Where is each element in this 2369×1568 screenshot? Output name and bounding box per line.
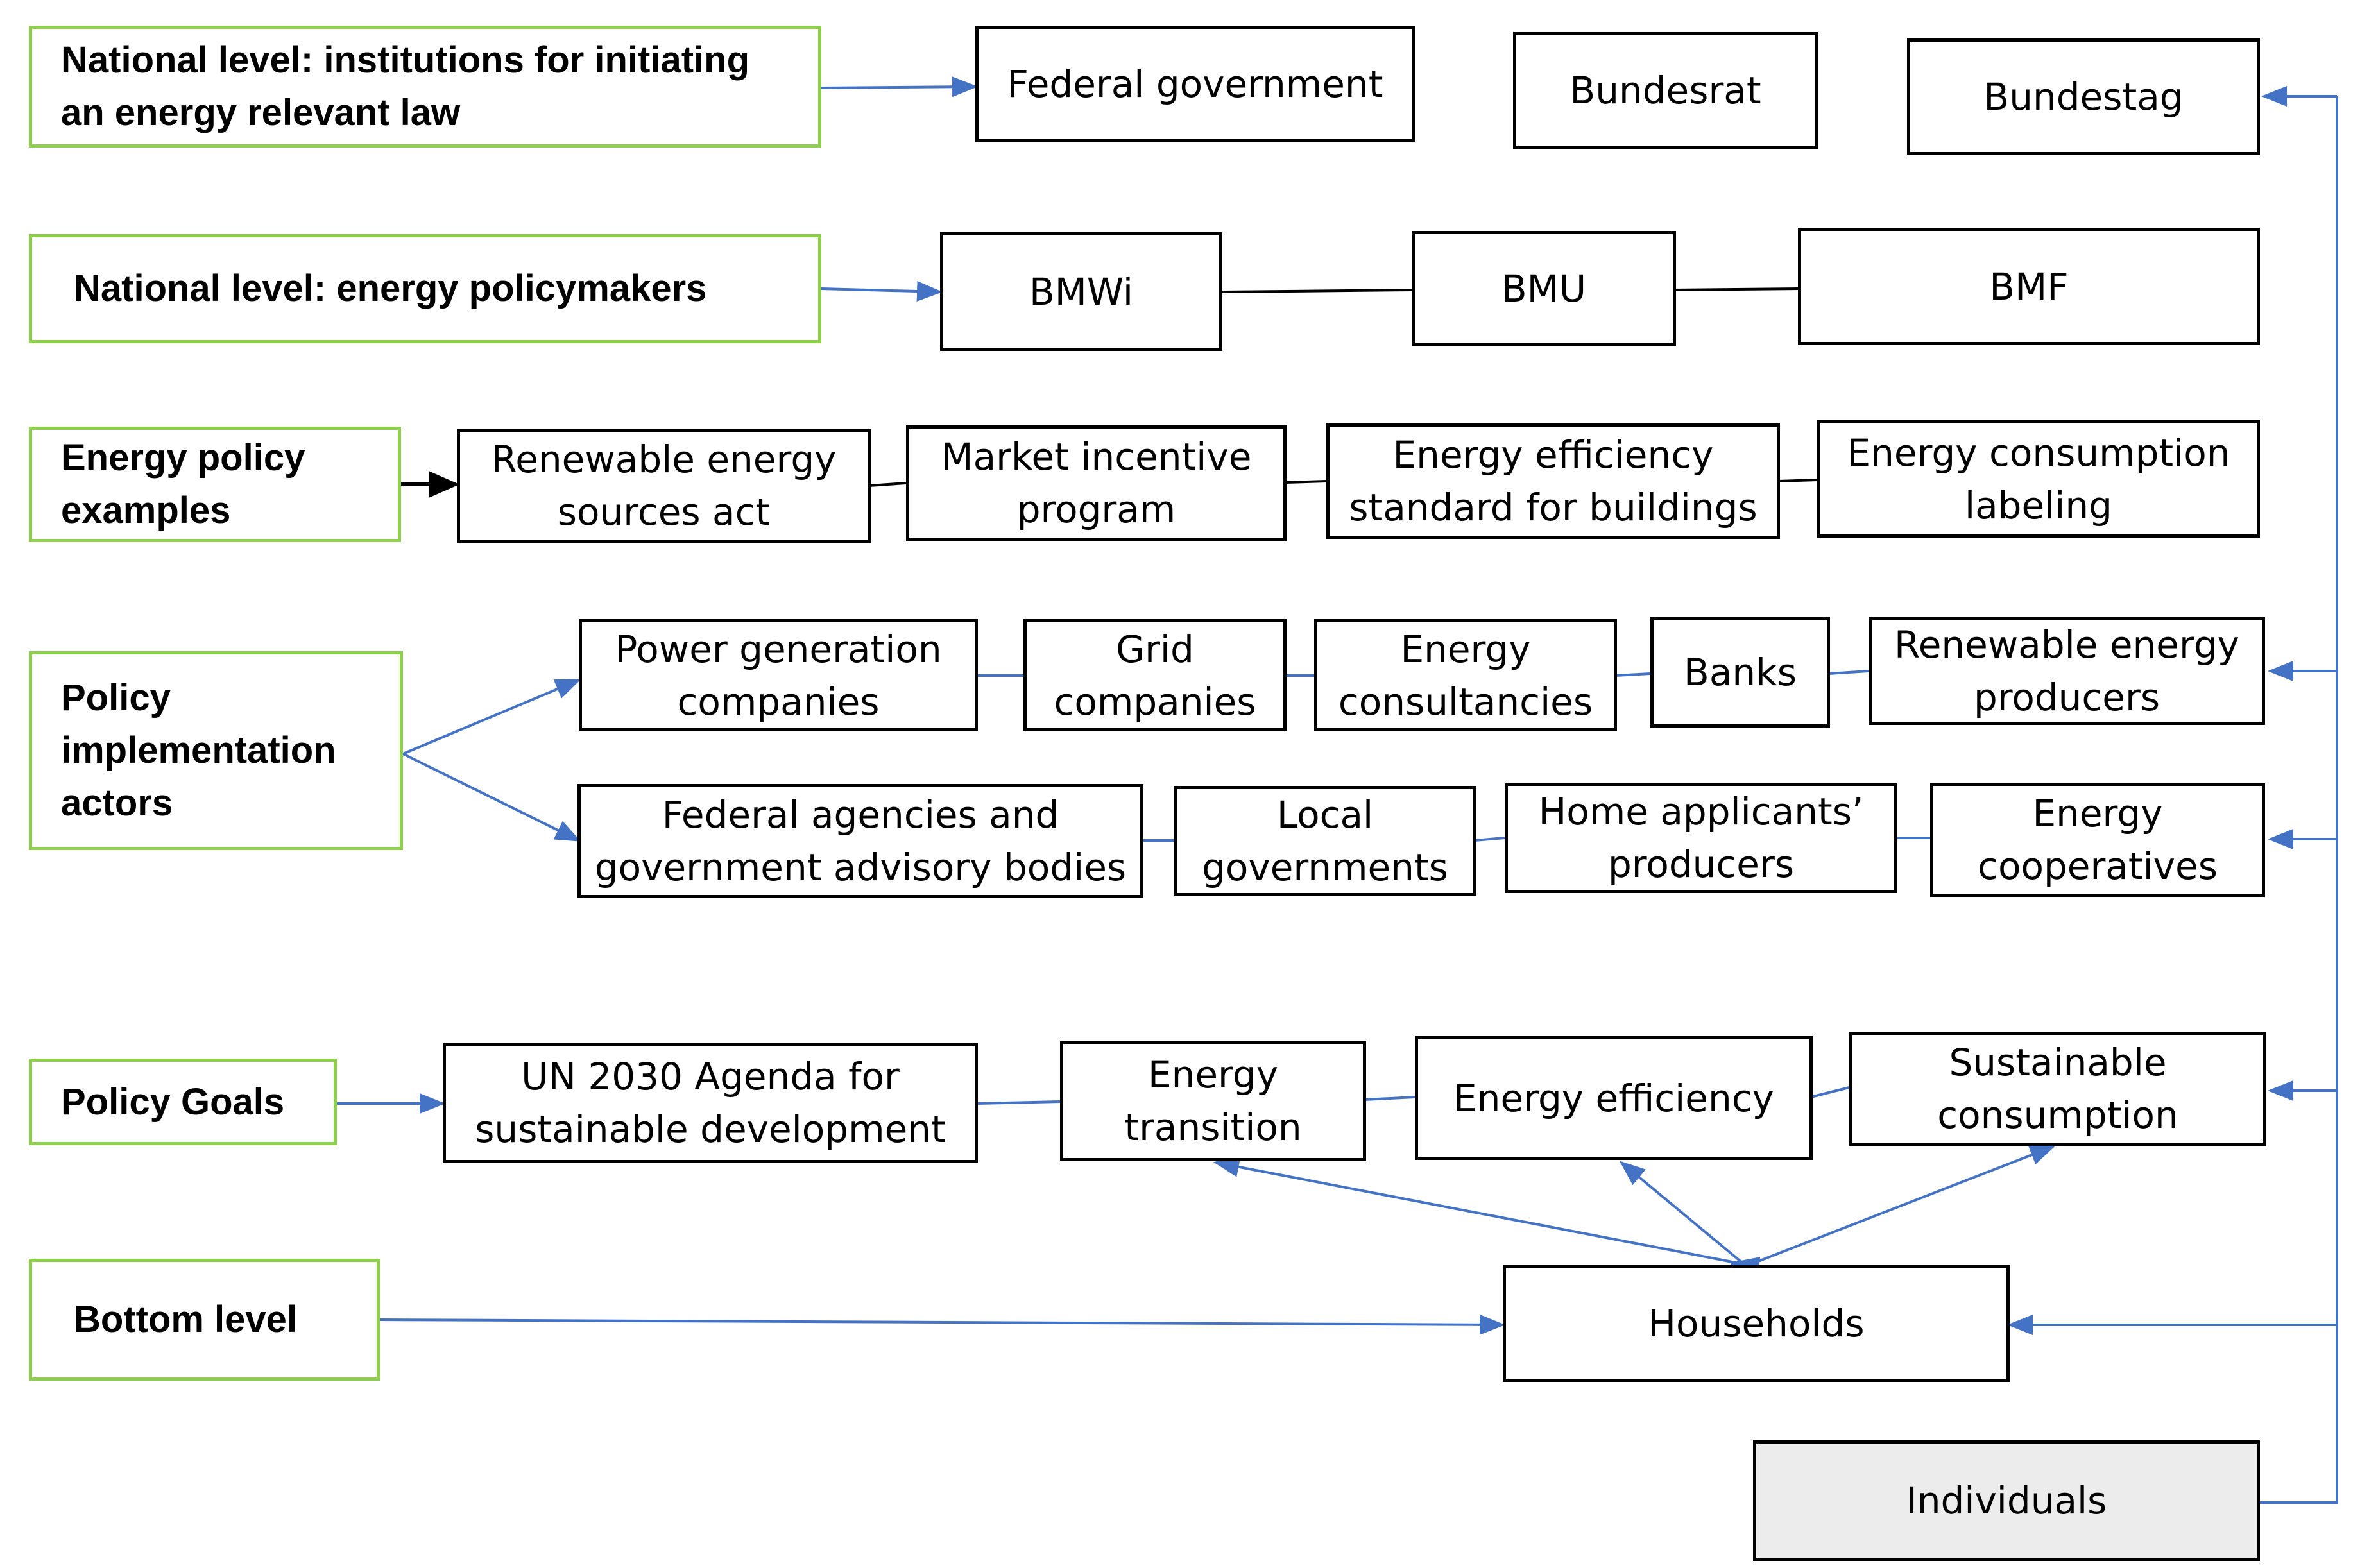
arrow-bottom xyxy=(379,1314,1505,1335)
box-energy-cooperatives: Energy cooperatives xyxy=(1930,783,2265,897)
link-actors-1d xyxy=(1828,670,1869,675)
box-sustainable-consumption: Sustainable consumption xyxy=(1849,1032,2266,1146)
link-examples-3 xyxy=(1778,479,1818,482)
arrow-households-energy-transition xyxy=(1213,1157,1761,1277)
box-bundesrat: Bundesrat xyxy=(1513,32,1818,149)
level-goals: Policy Goals xyxy=(29,1059,337,1145)
box-home-applicants-producers: Home applicants’ producers xyxy=(1505,783,1897,893)
box-bmf: BMF xyxy=(1798,228,2260,345)
level-policymakers: National level: energy policymakers xyxy=(29,234,821,343)
box-bmwi: BMWi xyxy=(940,232,1222,351)
box-individuals: Individuals xyxy=(1753,1440,2260,1561)
link-goals-1 xyxy=(976,1100,1061,1105)
box-energy-efficiency-standard: Energy efficiency standard for buildings xyxy=(1326,423,1780,539)
level-actors: Policy implementation actors xyxy=(29,651,403,850)
level-examples-text: Energy policy examples xyxy=(61,437,305,531)
box-energy-transition: Energy transition xyxy=(1060,1041,1366,1161)
link-bmwi-bmu xyxy=(1222,289,1412,293)
box-energy-efficiency: Energy efficiency xyxy=(1415,1036,1813,1160)
arrow-actors-row2 xyxy=(402,753,581,842)
box-grid-companies: Grid companies xyxy=(1023,619,1287,731)
level-institutions-text: National level: institutions for initiat… xyxy=(61,39,750,133)
box-banks: Banks xyxy=(1650,617,1830,728)
level-policymakers-text: National level: energy policymakers xyxy=(74,268,707,309)
arrow-institutions xyxy=(821,76,978,98)
box-households: Households xyxy=(1503,1265,2010,1382)
level-bottom: Bottom level xyxy=(29,1259,380,1381)
box-renewable-energy-sources-act: Renewable energy sources act xyxy=(457,429,871,543)
box-energy-consumption-labeling: Energy consumption labeling xyxy=(1817,420,2260,538)
box-market-incentive-program: Market incentive program xyxy=(906,425,1287,541)
link-goals-3 xyxy=(1810,1086,1850,1098)
level-actors-text: Policy implementation actors xyxy=(61,677,336,824)
arrow-households-energy-efficiency xyxy=(1619,1161,1766,1286)
level-bottom-text: Bottom level xyxy=(74,1299,298,1340)
arrow-households-sustainable-consumption xyxy=(1729,1145,2056,1281)
box-energy-consultancies: Energy consultancies xyxy=(1314,619,1617,731)
arrow-policymakers xyxy=(821,281,943,302)
box-renewable-energy-producers: Renewable energy producers xyxy=(1869,617,2265,725)
box-bundestag: Bundestag xyxy=(1907,38,2260,155)
link-actors-1c xyxy=(1615,672,1651,677)
box-local-governments: Local governments xyxy=(1174,786,1476,896)
level-goals-text: Policy Goals xyxy=(61,1080,285,1123)
box-bmu: BMU xyxy=(1412,231,1676,346)
level-institutions: National level: institutions for initiat… xyxy=(29,26,821,148)
box-federal-government: Federal government xyxy=(975,26,1415,142)
link-examples-1 xyxy=(869,482,907,487)
link-examples-2 xyxy=(1285,480,1327,484)
link-goals-2 xyxy=(1364,1096,1415,1101)
arrow-actors-row1 xyxy=(402,679,581,755)
level-examples: Energy policy examples xyxy=(29,427,401,542)
link-actors-2b xyxy=(1474,837,1505,842)
box-un-2030-agenda: UN 2030 Agenda for sustainable developme… xyxy=(443,1043,978,1163)
box-federal-agencies: Federal agencies and government advisory… xyxy=(577,784,1143,898)
feedback-bus xyxy=(2260,96,2338,1504)
link-bmu-bmf xyxy=(1672,287,1799,291)
box-power-generation-companies: Power generation companies xyxy=(579,619,978,731)
